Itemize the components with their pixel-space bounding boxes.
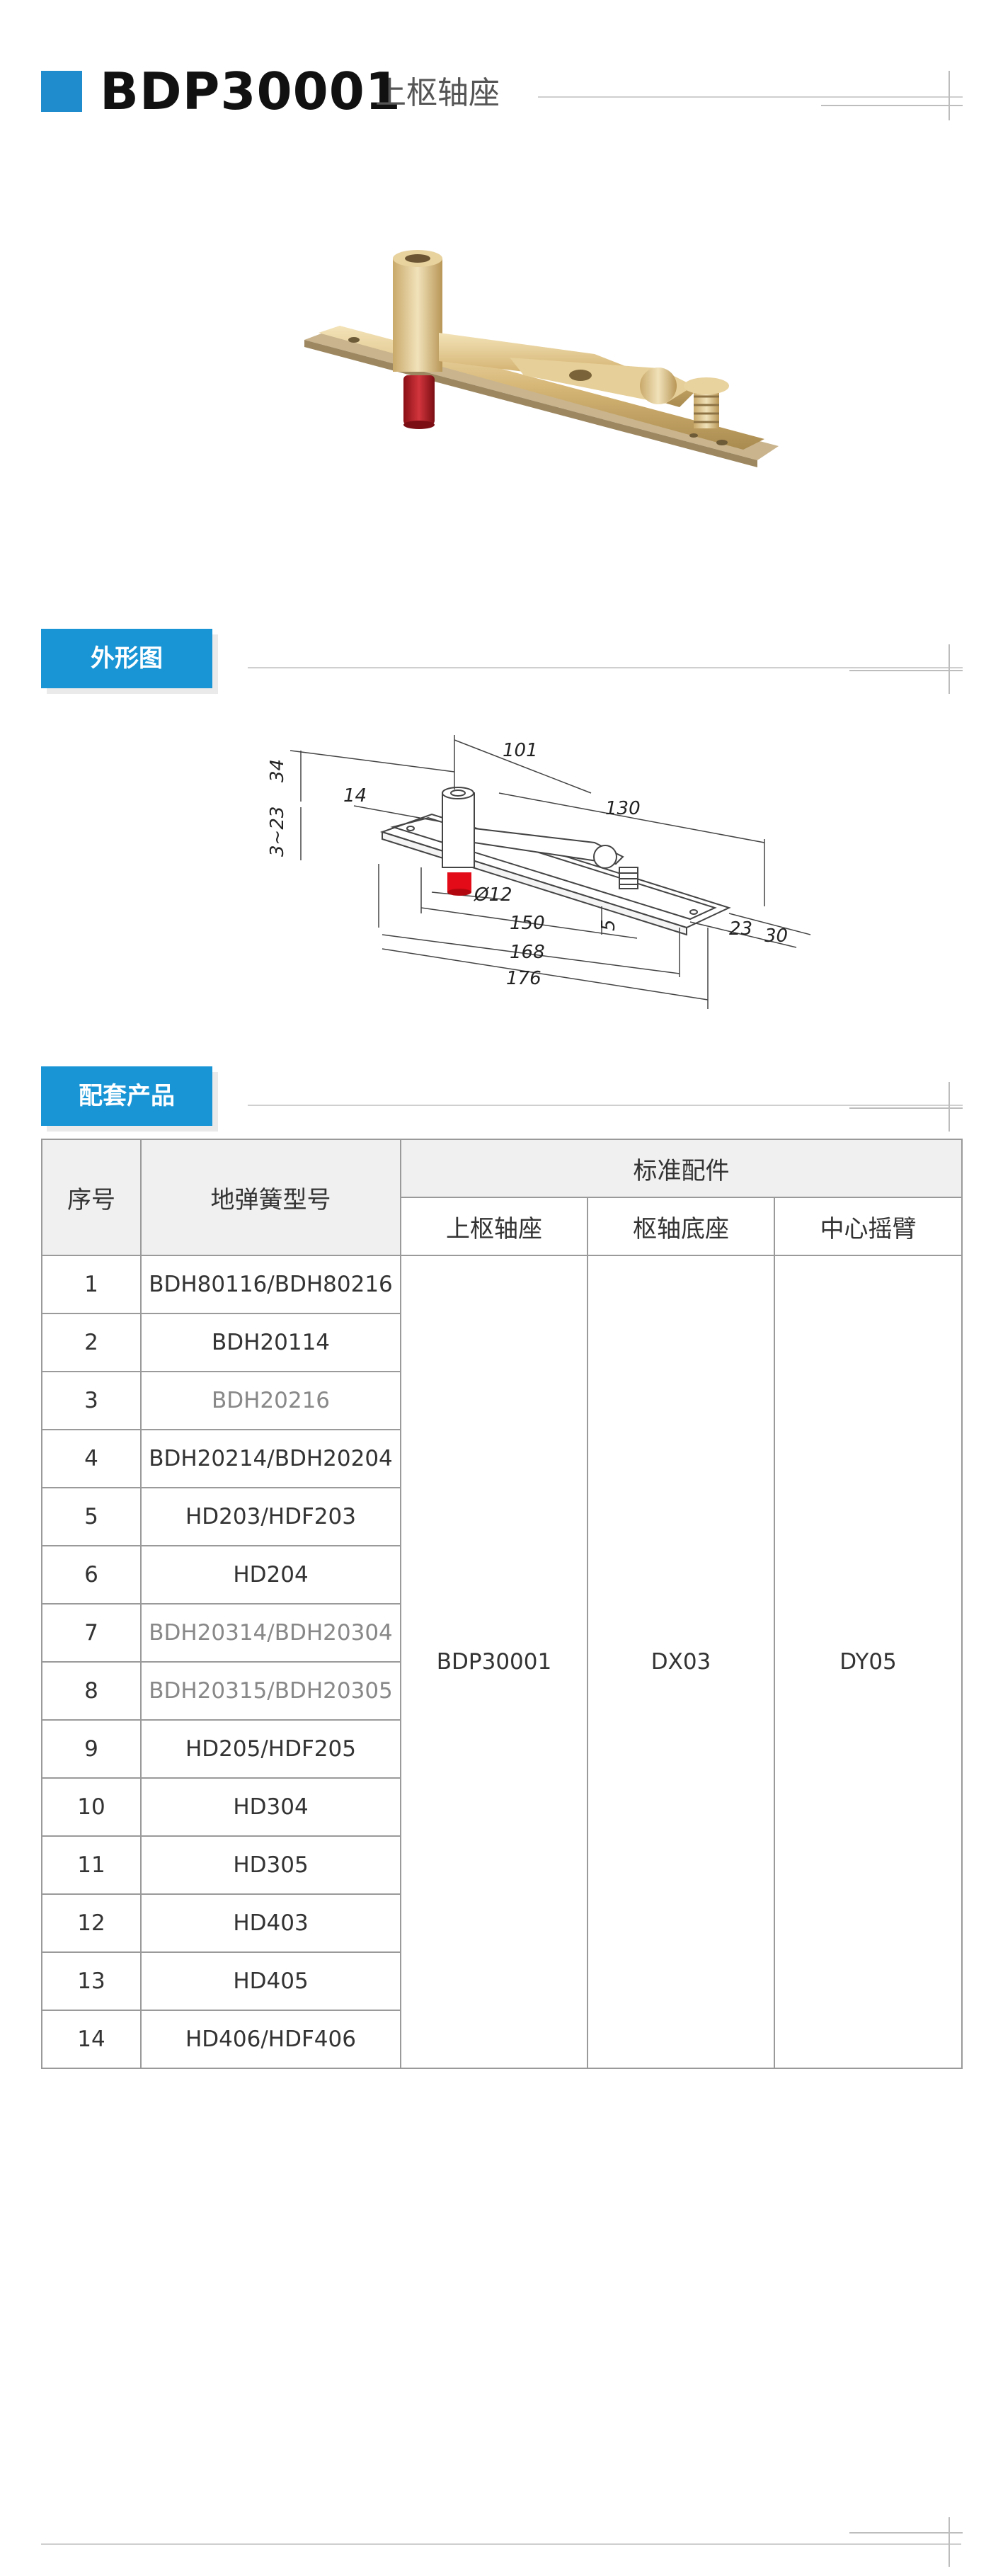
cell-model: HD204 — [140, 1545, 401, 1605]
outline-cross-mark — [948, 644, 950, 694]
table-row: 13 HD405 — [41, 1951, 962, 2011]
dim-5: 5 — [598, 919, 619, 931]
cell-index: 9 — [41, 1719, 142, 1779]
cell-model: HD403 — [140, 1893, 401, 1953]
dim-176: 176 — [506, 968, 541, 989]
cell-index: 14 — [41, 2010, 142, 2069]
cell-index: 13 — [41, 1951, 142, 2011]
cell-model: BDH20216 — [140, 1371, 401, 1430]
section-tab-outline: 外形图 — [41, 629, 212, 688]
dim-30: 30 — [764, 925, 788, 947]
cell-model: BDH80116/BDH80216 — [140, 1255, 401, 1314]
header-cross-mark — [948, 71, 950, 120]
table-row: 4 BDH20214/BDH20204 — [41, 1429, 962, 1488]
cell-model: HD406/HDF406 — [140, 2010, 401, 2069]
product-model: BDP30001 — [100, 62, 401, 121]
th-top-pivot: 上枢轴座 — [400, 1197, 588, 1256]
th-pivot-base: 枢轴底座 — [587, 1197, 775, 1256]
table-row: 11 HD305 — [41, 1835, 962, 1895]
header-accent-square — [41, 71, 82, 112]
cell-pivot-base: DX03 — [587, 1255, 775, 2069]
cell-top-pivot: BDP30001 — [400, 1255, 588, 2069]
table-row: 5 HD203/HDF203 — [41, 1487, 962, 1546]
cell-index: 2 — [41, 1313, 142, 1372]
table-row: 14 HD406/HDF406 — [41, 2010, 962, 2069]
section-tab-accessories: 配套产品 — [41, 1066, 212, 1126]
table-row: 8 BDH20315/BDH20305 — [41, 1661, 962, 1721]
product-photo — [304, 250, 779, 467]
outline-divider — [248, 667, 963, 668]
dim-168: 168 — [510, 942, 545, 963]
cell-model: HD405 — [140, 1951, 401, 2011]
footer-cross-mark — [948, 2517, 950, 2567]
th-model: 地弹簧型号 — [140, 1139, 401, 1256]
cell-index: 4 — [41, 1429, 142, 1488]
cell-index: 8 — [41, 1661, 142, 1721]
dim-150: 150 — [510, 913, 545, 934]
dim-130: 130 — [605, 798, 641, 819]
footer-divider — [41, 2543, 961, 2545]
cell-model: BDH20315/BDH20305 — [140, 1661, 401, 1721]
accessories-cross-mark — [948, 1082, 950, 1132]
table-row: 12 HD403 — [41, 1893, 962, 1953]
cell-model: HD205/HDF205 — [140, 1719, 401, 1779]
header-divider — [538, 96, 963, 98]
cell-index: 7 — [41, 1603, 142, 1663]
header-cross-mark-h — [821, 105, 963, 106]
table-row: 3 BDH20216 — [41, 1371, 962, 1430]
dim-14: 14 — [343, 785, 367, 807]
cell-index: 12 — [41, 1893, 142, 1953]
cell-center-arm: DY05 — [774, 1255, 963, 2069]
dim-d12: Ø12 — [474, 884, 512, 906]
cell-model: BDH20114 — [140, 1313, 401, 1372]
table-row: 2 BDH20114 — [41, 1313, 962, 1372]
cell-index: 10 — [41, 1777, 142, 1837]
table-row: 7 BDH20314/BDH20304 — [41, 1603, 962, 1663]
footer-cross-mark-h — [849, 2532, 963, 2534]
table-row: 10 HD304 — [41, 1777, 962, 1837]
table-row: 6 HD204 — [41, 1545, 962, 1605]
accessories-divider — [248, 1105, 963, 1106]
th-standard-parts: 标准配件 — [400, 1139, 963, 1198]
cell-model: HD203/HDF203 — [140, 1487, 401, 1546]
dim-3-23: 3~23 — [269, 807, 288, 857]
outline-drawing: 101 130 34 14 3~23 Ø12 5 150 168 176 23 … — [269, 735, 811, 1009]
cell-index: 6 — [41, 1545, 142, 1605]
dim-34: 34 — [269, 759, 288, 782]
cell-model: BDH20214/BDH20204 — [140, 1429, 401, 1488]
accessory-table: 序号 地弹簧型号 标准配件 上枢轴座 枢轴底座 中心摇臂 1 BDH80116/… — [41, 1139, 963, 2069]
cell-index: 3 — [41, 1371, 142, 1430]
cell-index: 11 — [41, 1835, 142, 1895]
th-index: 序号 — [41, 1139, 142, 1256]
dim-101: 101 — [503, 740, 538, 761]
table-row: 9 HD205/HDF205 — [41, 1719, 962, 1779]
table-row: 1 BDH80116/BDH80216 BDP30001 DX03 DY05 — [41, 1255, 963, 2069]
product-subtitle: 上枢轴座 — [375, 75, 500, 111]
dim-23: 23 — [729, 918, 752, 940]
outline-cross-mark-h — [849, 670, 963, 671]
cell-model: BDH20314/BDH20304 — [140, 1603, 401, 1663]
cell-model: HD304 — [140, 1777, 401, 1837]
cell-index: 1 — [41, 1255, 142, 1314]
cell-index: 5 — [41, 1487, 142, 1546]
cell-model: HD305 — [140, 1835, 401, 1895]
accessories-cross-mark-h — [849, 1107, 963, 1109]
th-center-arm: 中心摇臂 — [774, 1197, 963, 1256]
